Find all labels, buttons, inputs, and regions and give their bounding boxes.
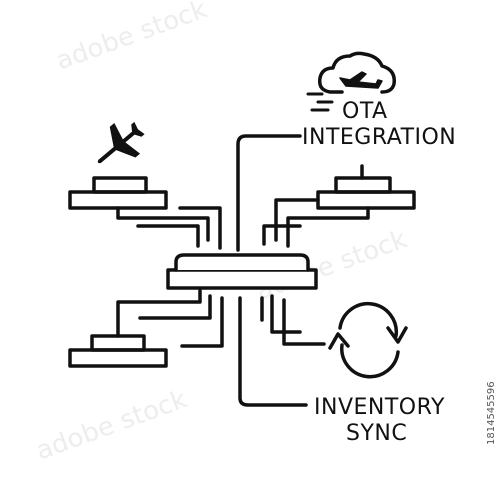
ota-label-line2: INTEGRATION [302, 125, 456, 150]
ota-leader-line [236, 134, 302, 252]
platform-bottom-left [68, 334, 168, 368]
connectors-top-right [262, 198, 370, 248]
platform-top-left [68, 176, 168, 210]
watermark-text-1: adobe stock [52, 0, 211, 77]
cloud-airplane-icon [306, 51, 396, 112]
inventory-leader-line [238, 296, 308, 407]
sync-arrows-icon [328, 302, 408, 379]
inventory-label-line2: SYNC [346, 421, 407, 446]
central-hub [166, 253, 318, 290]
stock-id-text: 1814545596 [486, 381, 497, 445]
watermark-text-3: adobe stock [32, 384, 191, 466]
ota-integration-label: OTA INTEGRATION [302, 99, 456, 150]
connectors-bottom-right [260, 294, 326, 346]
inventory-sync-label: INVENTORY SYNC [314, 395, 445, 446]
connectors-bottom-left [116, 288, 224, 348]
platform-top-right [316, 164, 416, 210]
connectors-top-left [116, 206, 222, 250]
inventory-label-line1: INVENTORY [314, 395, 445, 420]
airplane-icon [97, 121, 145, 164]
ota-label-line1: OTA [342, 99, 388, 124]
